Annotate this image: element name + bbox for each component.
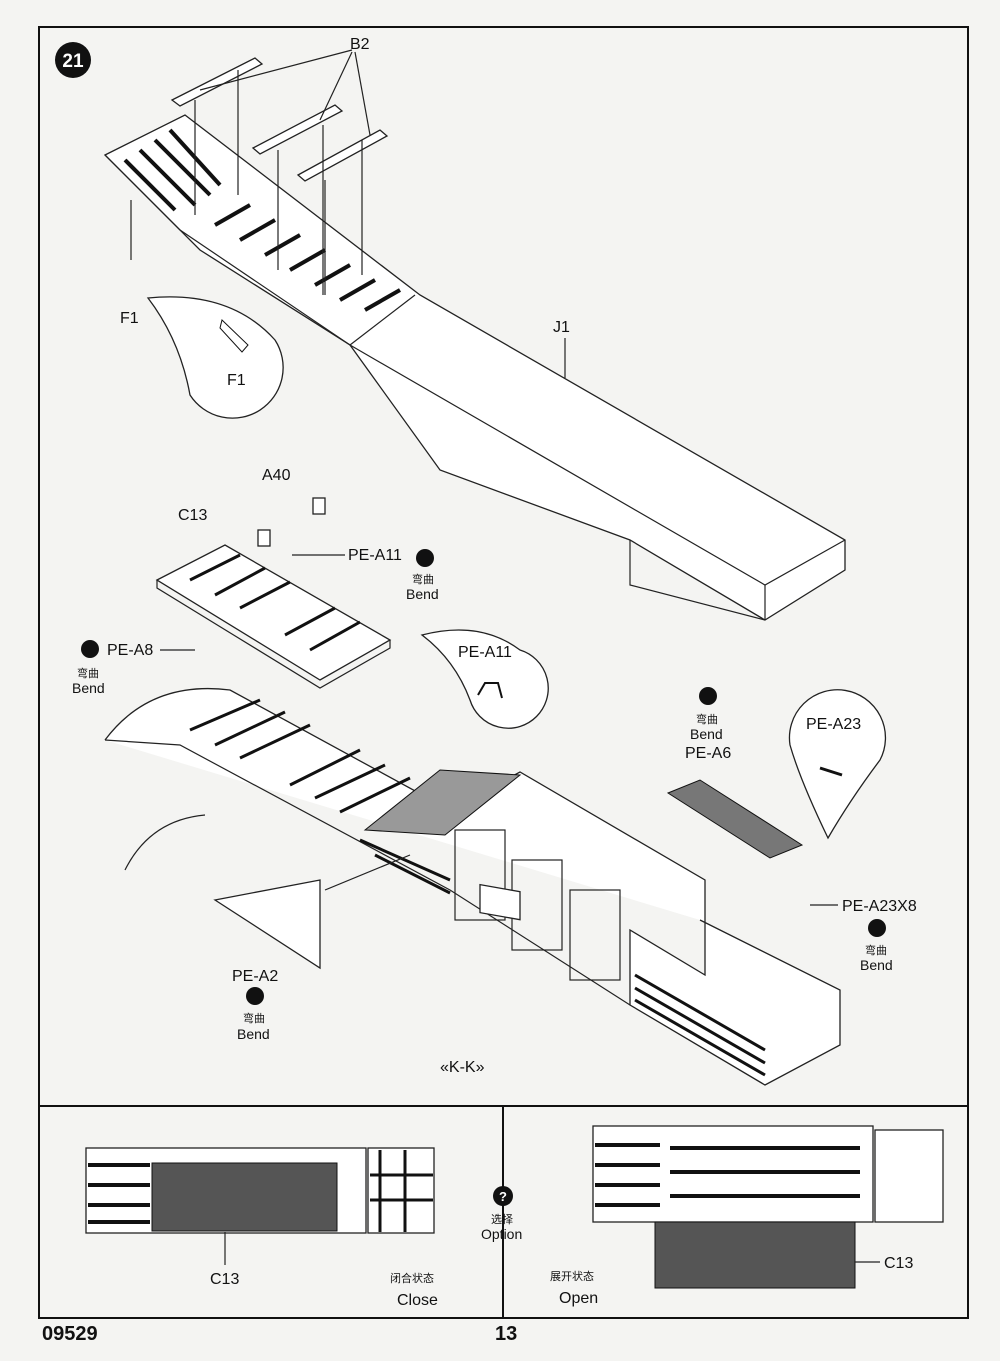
svg-text:Bend: Bend	[860, 957, 893, 973]
bend-note-pe-a11: 弯曲 Bend	[406, 549, 439, 602]
svg-text:选择: 选择	[491, 1212, 513, 1226]
part-a40	[257, 529, 271, 547]
svg-text:Option: Option	[481, 1226, 522, 1242]
label-pe-a8: PE-A8	[107, 642, 153, 659]
trailer-lower-drawing	[104, 687, 841, 1086]
bend-note-pe-a8: 弯曲 Bend	[72, 640, 105, 696]
part-a40	[312, 497, 326, 515]
label-a40: A40	[262, 467, 291, 484]
bend-icon	[81, 640, 99, 658]
bend-note-pe-a23x8: 弯曲 Bend	[860, 919, 893, 973]
state-en-open: Open	[559, 1290, 598, 1307]
bend-note-pe-a6: 弯曲 Bend	[690, 687, 723, 742]
callout-pe-a11	[420, 629, 549, 729]
label-pe-a11: PE-A11	[348, 547, 402, 564]
label-pe-a2: PE-A2	[232, 968, 278, 985]
label-pe-a11-callout: PE-A11	[458, 644, 512, 661]
label-pe-a23-callout: PE-A23	[806, 716, 861, 733]
step-badge: 21	[55, 42, 91, 78]
label-pe-a6: PE-A6	[685, 745, 731, 762]
state-cn-closed: 闭合状态	[390, 1271, 434, 1285]
svg-text:Bend: Bend	[690, 726, 723, 742]
svg-text:弯曲: 弯曲	[77, 666, 99, 680]
label-f1-callout: F1	[227, 372, 246, 389]
bend-icon	[868, 919, 886, 937]
page-number: 13	[495, 1323, 517, 1345]
label-f1: F1	[120, 310, 139, 327]
callout-pe-a23	[788, 689, 887, 840]
state-cn-open: 展开状态	[550, 1269, 594, 1283]
svg-text:弯曲: 弯曲	[696, 712, 718, 726]
part-c13-drawing	[155, 544, 392, 689]
state-en-closed: Close	[397, 1292, 438, 1309]
bend-note-pe-a2: 弯曲 Bend	[237, 987, 270, 1042]
bend-icon	[699, 687, 717, 705]
option-note: ? 选择 Option	[481, 1186, 522, 1242]
question-icon	[493, 1186, 513, 1206]
part-pe-a6-mesh	[666, 779, 804, 859]
label-c13: C13	[178, 507, 207, 524]
callout-f1	[146, 296, 284, 419]
svg-text:弯曲: 弯曲	[243, 1011, 265, 1025]
label-pe-a23x8: PE-A23X8	[842, 898, 917, 915]
label-j1: J1	[553, 319, 570, 336]
step-number: 21	[62, 51, 84, 72]
part-b2-strips	[170, 49, 389, 295]
svg-text:Bend: Bend	[406, 586, 439, 602]
svg-text:弯曲: 弯曲	[865, 943, 887, 957]
svg-text:弯曲: 弯曲	[412, 572, 434, 586]
label-section-kk: «K-K»	[440, 1059, 485, 1076]
label-c13-closed: C13	[210, 1271, 239, 1288]
view-open-drawing	[592, 1125, 944, 1289]
label-c13-open: C13	[884, 1255, 913, 1272]
bend-icon	[416, 549, 434, 567]
leader	[324, 854, 411, 891]
product-code: 09529	[42, 1323, 98, 1345]
svg-text:Bend: Bend	[237, 1026, 270, 1042]
label-b2: B2	[350, 36, 370, 53]
svg-text:Bend: Bend	[72, 680, 105, 696]
bend-icon	[246, 987, 264, 1005]
part-pe-a2	[213, 879, 321, 970]
view-closed-drawing	[85, 1147, 435, 1234]
part-j1-drawing	[103, 114, 846, 621]
rotate-arrow-icon	[124, 814, 206, 871]
svg-text:?: ?	[499, 1189, 507, 1204]
